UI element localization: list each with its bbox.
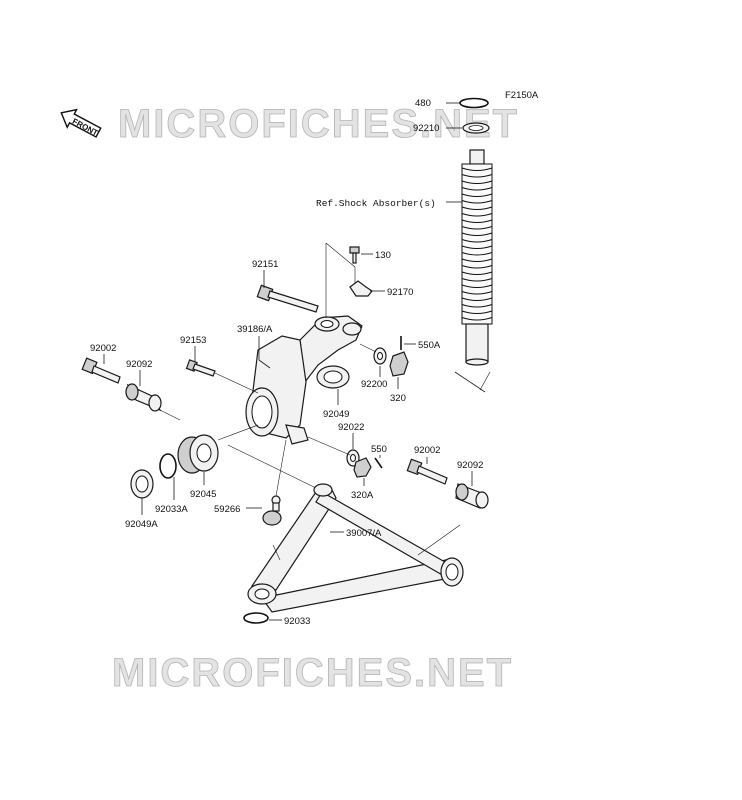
bolt-130: [349, 246, 360, 264]
front-arrow-icon: FRONT: [60, 108, 102, 138]
label-550A: 550A: [418, 340, 441, 351]
spring-coil: [461, 264, 493, 269]
spring-coil: [461, 173, 493, 178]
label-92033A: 92033A: [155, 504, 188, 515]
watermark-top: MICROFICHES.NET: [118, 102, 519, 146]
bearing-92045: [177, 434, 219, 474]
label-92049A: 92049A: [125, 519, 158, 530]
label-92045: 92045: [190, 489, 216, 500]
bolt-92153: [185, 359, 259, 394]
spring-coil: [461, 290, 493, 295]
label-92153: 92153: [180, 335, 206, 346]
spring-coil: [461, 316, 493, 321]
label-320A: 320A: [351, 490, 374, 501]
spring-coil: [461, 245, 493, 250]
label-320: 320: [390, 393, 406, 404]
label-59266: 59266: [214, 504, 240, 515]
label-92210: 92210: [413, 123, 439, 134]
shock-damper-body: [465, 323, 489, 363]
ball-joint-59266: [262, 439, 287, 526]
bolt-92151: [256, 284, 319, 313]
spring-coil: [461, 199, 493, 204]
circlip-92033A: [159, 453, 177, 479]
spring-coil: [461, 310, 493, 315]
bush-92092-right: [455, 483, 489, 509]
label-92002-right: 92002: [414, 445, 440, 456]
spring-coil: [461, 212, 493, 217]
bolt-92002-right: [406, 458, 448, 485]
knuckle-assembly: [245, 242, 363, 445]
clip-92170: [349, 280, 373, 297]
label-480: 480: [415, 98, 431, 109]
bush-92092-left: [125, 383, 162, 412]
spring-coil: [461, 232, 493, 237]
label-92049: 92049: [323, 409, 349, 420]
label-92092-left: 92092: [126, 359, 152, 370]
label-92200: 92200: [361, 379, 387, 390]
label-92170: 92170: [387, 287, 413, 298]
label-92002-left: 92002: [90, 343, 116, 354]
label-39007A: 39007/A: [346, 528, 382, 539]
spring-coil: [461, 206, 493, 211]
spring-coil: [461, 271, 493, 276]
circlip-92033: [243, 612, 269, 624]
seal-92049A: [130, 469, 154, 499]
bolt-92002-left: [81, 357, 121, 384]
shock-absorber: [454, 97, 493, 393]
spring-coil: [461, 225, 493, 230]
label-ref-shock: Ref.Shock Absorber(s): [316, 198, 436, 209]
spring-coil: [461, 186, 493, 191]
spring-coil: [461, 193, 493, 198]
nut-320A: [353, 457, 372, 478]
label-130: 130: [375, 250, 391, 261]
spring-coil: [461, 180, 493, 185]
spring-coil: [461, 238, 493, 243]
spring-coil: [461, 277, 493, 282]
watermark-bottom: MICROFICHES.NET: [112, 651, 513, 695]
diagram-code: F2150A: [505, 90, 539, 101]
spring-coil: [461, 167, 493, 172]
nut-320: [389, 351, 409, 377]
label-92151: 92151: [252, 259, 278, 270]
spring-coil: [461, 303, 493, 308]
spring-coil: [461, 219, 493, 224]
shock-spring: [461, 163, 493, 325]
spring-coil: [461, 284, 493, 289]
label-39186A: 39186/A: [237, 324, 273, 335]
label-550: 550: [371, 444, 387, 455]
cotter-pin-550: [374, 457, 383, 469]
spring-coil: [461, 258, 493, 263]
label-92033: 92033: [284, 616, 310, 627]
label-92022: 92022: [338, 422, 364, 433]
label-92092-right: 92092: [457, 460, 483, 471]
spring-coil: [461, 297, 493, 302]
spring-coil: [461, 251, 493, 256]
a-arm-39007A: [247, 483, 464, 613]
